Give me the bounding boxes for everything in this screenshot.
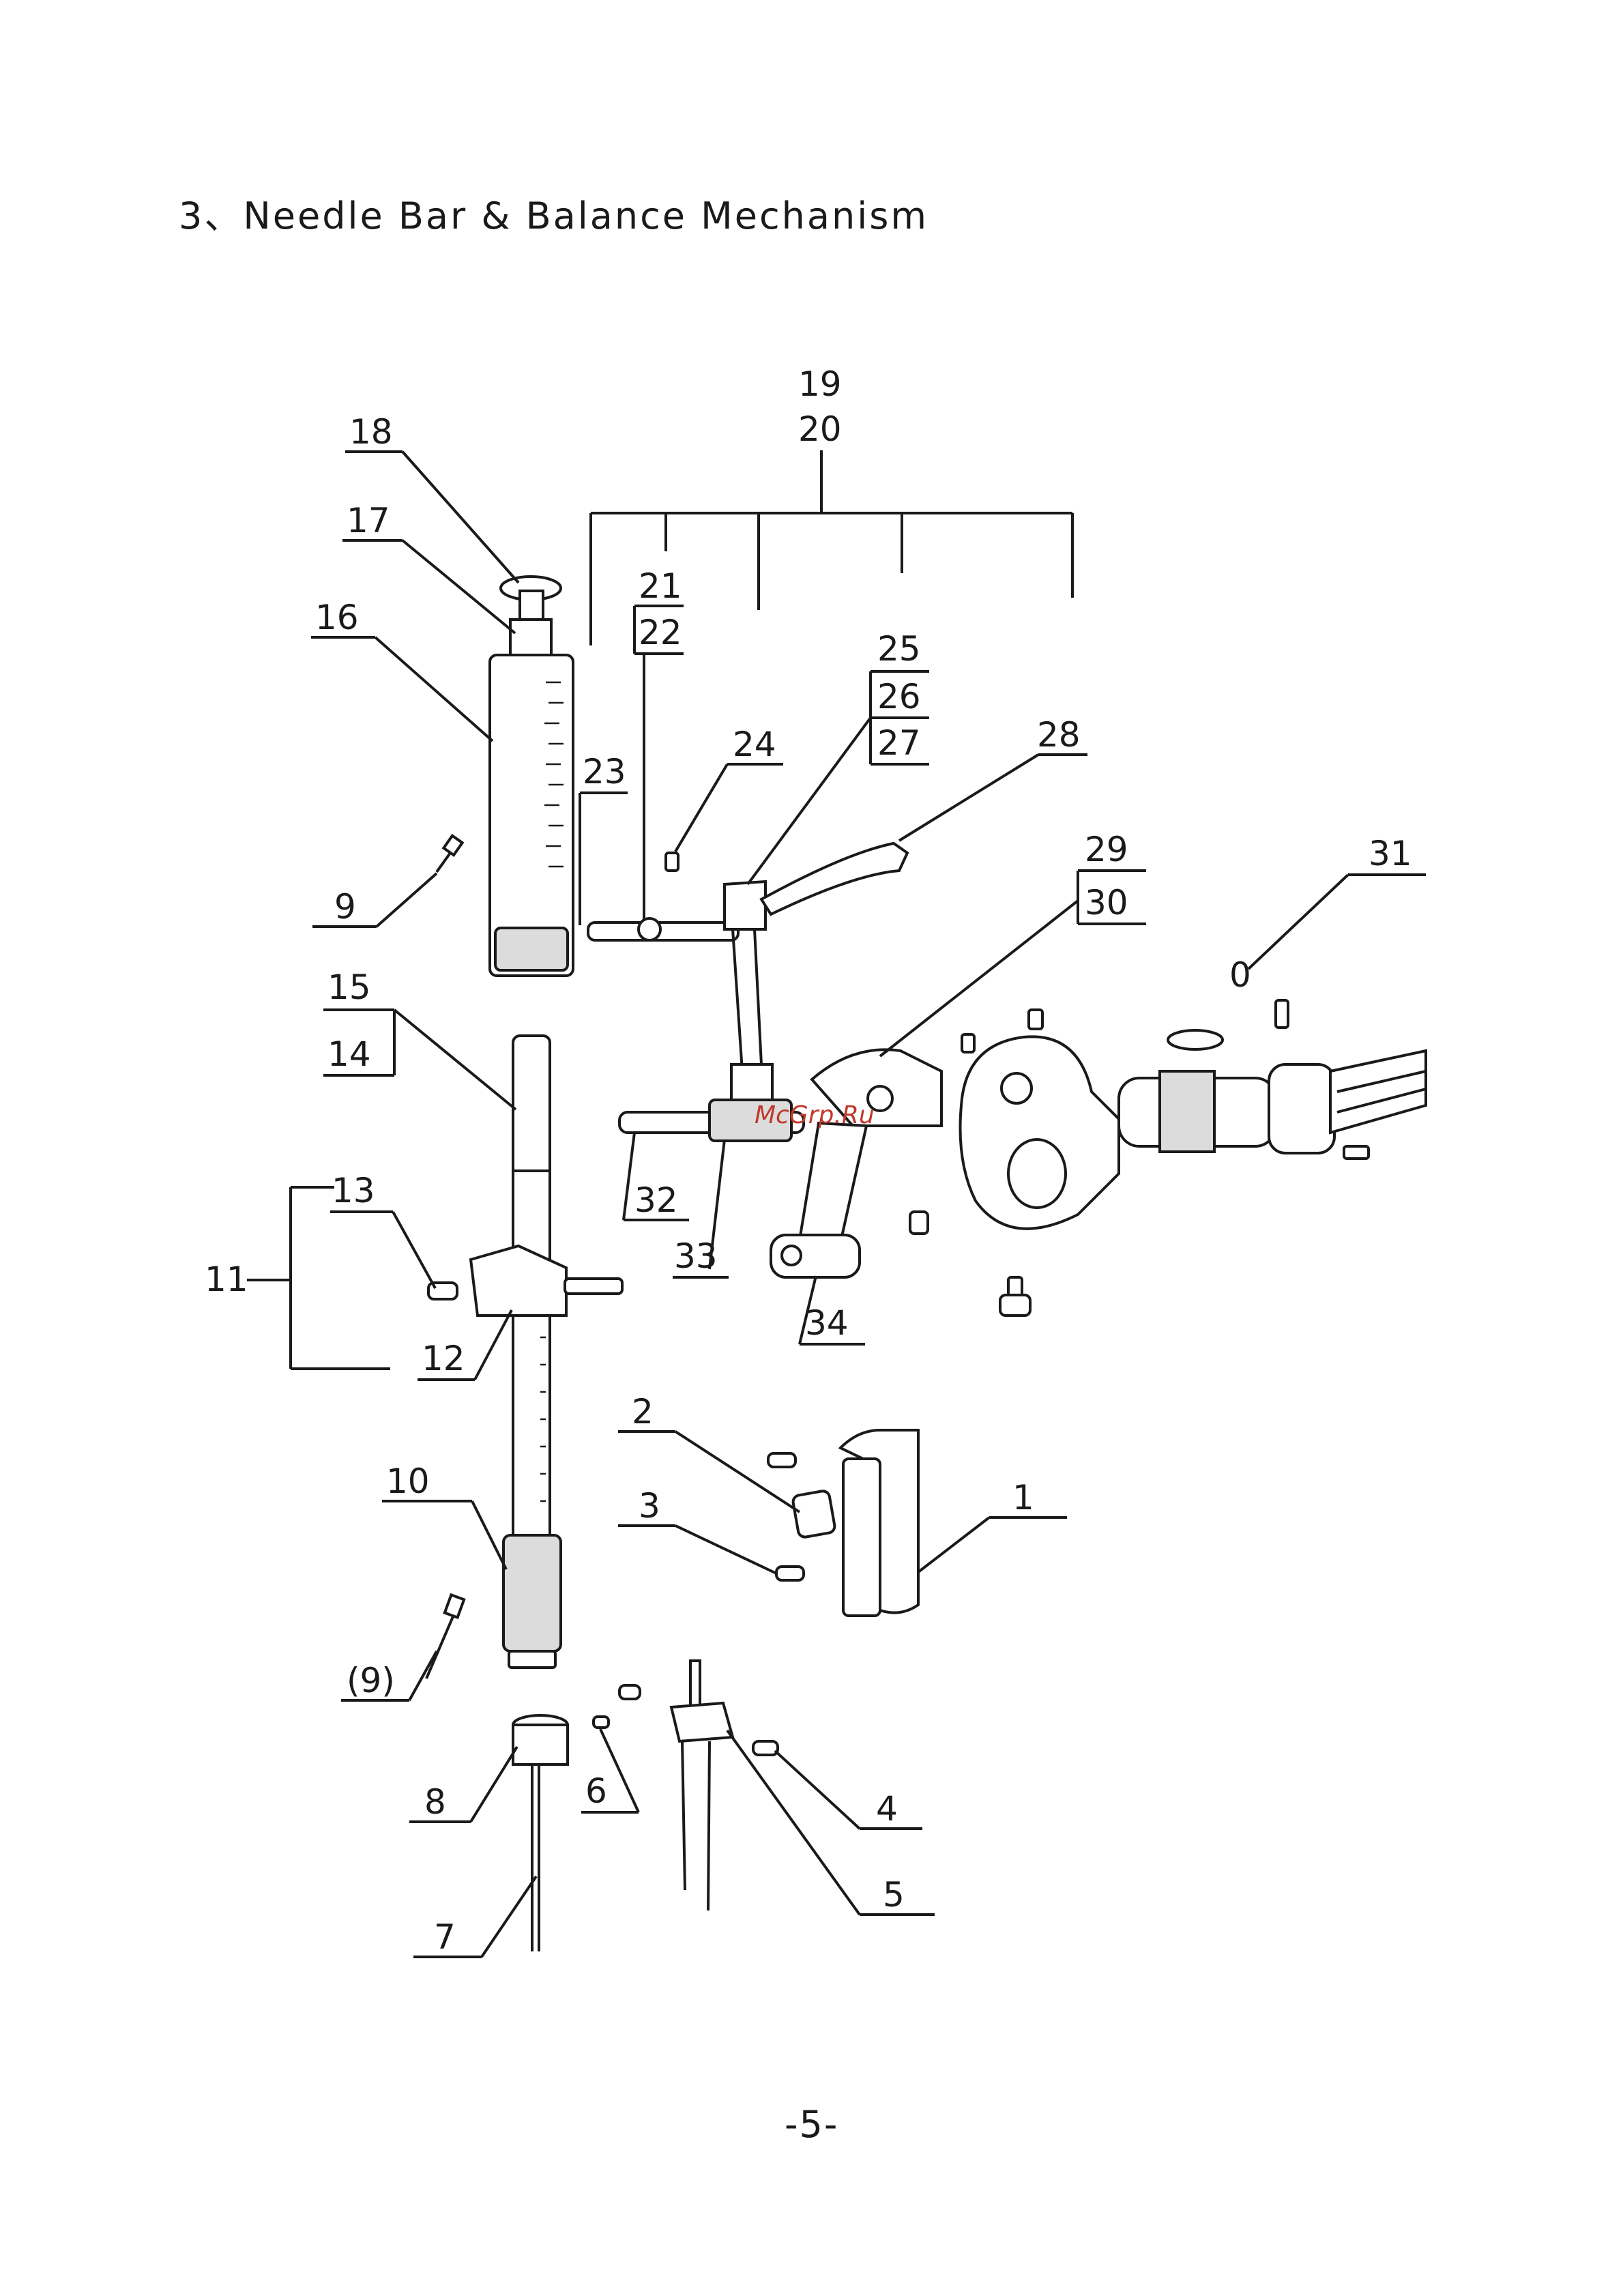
label-18: 18 xyxy=(349,412,393,452)
part-9b-screw xyxy=(426,1595,464,1679)
label-3: 3 xyxy=(639,1486,660,1526)
label-6: 6 xyxy=(585,1771,607,1811)
part-4-screw xyxy=(753,1741,778,1755)
watermark: McGrp.Ru xyxy=(755,1101,875,1129)
label-13: 13 xyxy=(332,1171,375,1210)
label-14: 14 xyxy=(327,1034,371,1074)
label-9b: (9) xyxy=(347,1661,395,1700)
label-33: 33 xyxy=(674,1236,718,1276)
label-31: 31 xyxy=(1369,834,1412,873)
label-12: 12 xyxy=(422,1339,465,1378)
label-32: 32 xyxy=(634,1180,678,1220)
part-counterweight xyxy=(961,1036,1120,1229)
part-9-screw xyxy=(437,836,463,872)
part-24-screw xyxy=(666,853,678,871)
label-15: 15 xyxy=(327,968,371,1007)
label-7: 7 xyxy=(434,1917,456,1957)
label-23: 23 xyxy=(583,752,626,791)
part-34-arm-end xyxy=(771,1235,860,1277)
part-3-screw xyxy=(776,1567,804,1580)
label-25: 25 xyxy=(877,629,921,669)
label-10: 10 xyxy=(386,1462,430,1501)
callout-labels: 19 20 21 22 25 26 27 18 17 16 23 24 28 2… xyxy=(205,364,1412,1957)
label-16: 16 xyxy=(315,598,359,637)
label-0: 0 xyxy=(1229,955,1251,995)
label-8: 8 xyxy=(424,1782,446,1822)
label-28: 28 xyxy=(1037,715,1081,755)
part-1-guide xyxy=(840,1430,918,1616)
part-6-screw xyxy=(594,1685,640,1728)
label-17: 17 xyxy=(347,501,390,540)
part-16-17-18-cylinder xyxy=(490,577,573,976)
part-5-needle-holder xyxy=(671,1661,733,1910)
label-9: 9 xyxy=(334,887,356,927)
part-23-rod xyxy=(588,918,738,940)
part-2-plate xyxy=(768,1453,836,1538)
part-10-bar-bush xyxy=(503,1535,561,1668)
page-number: -5- xyxy=(785,2103,838,2146)
label-4: 4 xyxy=(876,1789,898,1829)
part-main-shaft xyxy=(1119,1051,1426,1153)
label-19: 19 xyxy=(798,364,842,404)
part-8-bushing xyxy=(513,1715,568,1951)
label-1: 1 xyxy=(1012,1478,1034,1517)
part-12-bar-clamp xyxy=(428,1246,622,1316)
label-11: 11 xyxy=(205,1260,248,1299)
label-2: 2 xyxy=(632,1392,654,1432)
label-20: 20 xyxy=(798,409,842,449)
label-29: 29 xyxy=(1085,830,1128,869)
label-5: 5 xyxy=(883,1875,905,1915)
label-34: 34 xyxy=(805,1303,849,1343)
label-21: 21 xyxy=(639,566,682,606)
label-30: 30 xyxy=(1085,883,1128,922)
label-24: 24 xyxy=(733,725,776,764)
label-27: 27 xyxy=(877,723,921,763)
label-26: 26 xyxy=(877,677,921,716)
label-22: 22 xyxy=(639,613,682,652)
